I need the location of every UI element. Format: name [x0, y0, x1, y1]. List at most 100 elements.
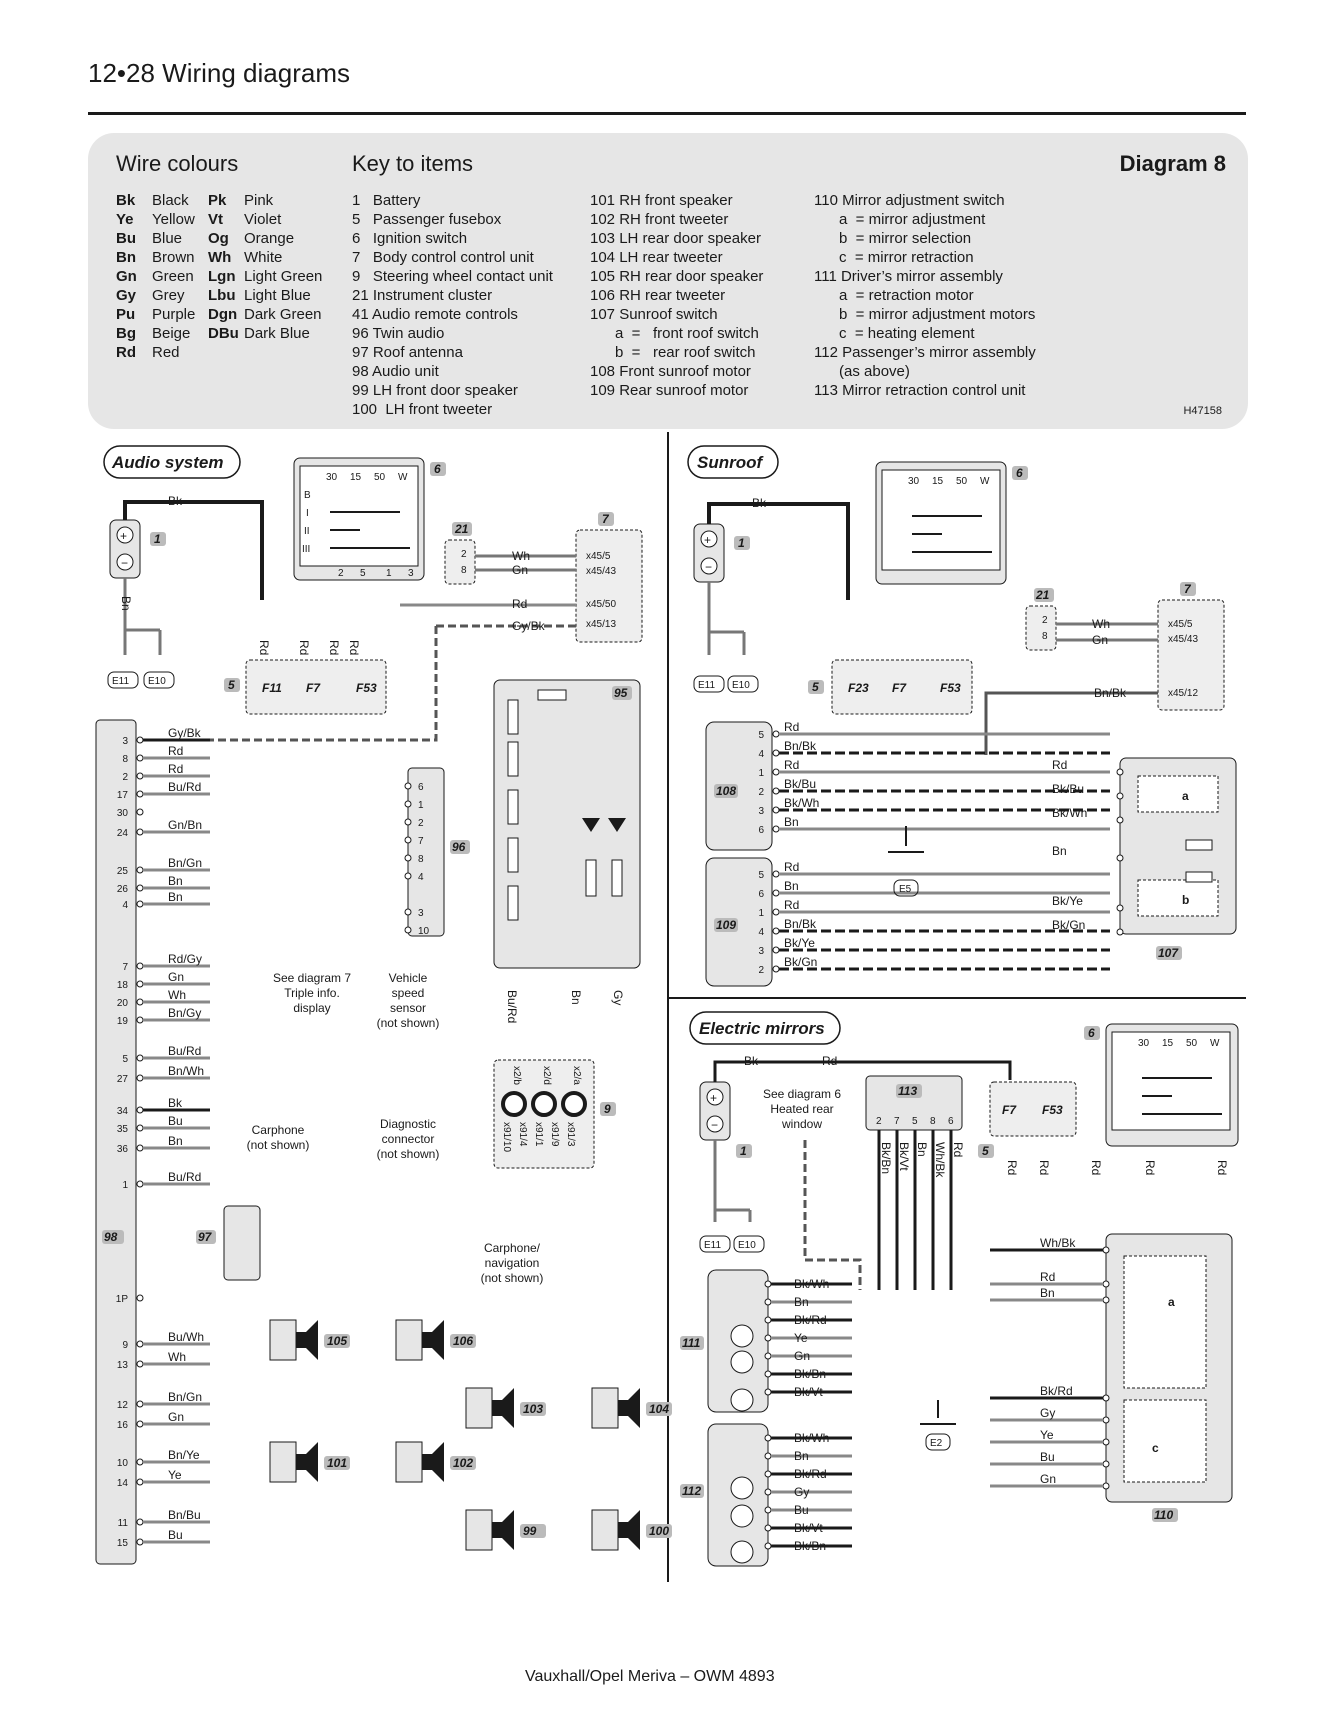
- key-item: 100 LH front tweeter: [352, 401, 493, 418]
- pin-terminal: [1102, 1438, 1110, 1446]
- svg-text:a: a: [1168, 1295, 1175, 1309]
- wire-label: Bu: [794, 1503, 809, 1517]
- audio-unit-pin: 18: [117, 980, 129, 991]
- key-items-3: 110 Mirror adjustment switch a = mirror …: [814, 191, 1036, 400]
- pin-terminal: [1116, 854, 1124, 862]
- svg-text:2: 2: [338, 568, 344, 579]
- svg-text:F11: F11: [262, 681, 282, 695]
- wire-label: Bn/Wh: [168, 1064, 204, 1078]
- svg-text:Rd: Rd: [822, 1054, 837, 1068]
- svg-text:8: 8: [1042, 631, 1048, 642]
- key-item: a = retraction motor: [814, 287, 974, 304]
- key-item: 99 LH front door speaker: [352, 382, 518, 399]
- wire-label: Bn/Gy: [168, 1006, 201, 1020]
- wire-label: Gn: [794, 1349, 810, 1363]
- wire-label: Ye: [794, 1331, 808, 1345]
- pin-terminal: [764, 1280, 772, 1288]
- pin-terminal: [1116, 928, 1124, 936]
- pin-terminal: [136, 962, 144, 970]
- battery-audio: + − 1: [109, 519, 166, 579]
- wire-label: Ye: [1040, 1428, 1054, 1442]
- steering-pin-top: x2/a: [571, 1066, 582, 1085]
- key-item: 106 RH rear tweeter: [590, 287, 726, 304]
- wire-colours-heading: Wire colours: [116, 151, 239, 176]
- speaker-tag: [324, 1334, 350, 1348]
- pin-terminal: [1102, 1394, 1110, 1402]
- pin-terminal: [136, 754, 144, 762]
- audio-unit-pins: 3Gy/Bk8Rd2Rd17Bu/Rd3024Gn/Bn25Bn/Gn26Bn4…: [116, 726, 210, 1549]
- svg-text:111: 111: [682, 1336, 701, 1350]
- wire-label: Rd: [951, 1142, 965, 1157]
- fusebox-mirrors: F7 F53 5: [978, 1081, 1077, 1158]
- speaker-tag: [450, 1456, 476, 1470]
- svg-text:96: 96: [452, 840, 466, 854]
- key-item: 41 Audio remote controls: [352, 306, 518, 323]
- pin-terminal: [1102, 1460, 1110, 1468]
- pin-terminal: [772, 749, 780, 757]
- wire-label: Bn/Bk: [784, 917, 817, 931]
- header-rule: [88, 112, 1246, 115]
- svg-text:x45/12: x45/12: [1168, 688, 1198, 699]
- svg-text:9: 9: [604, 1102, 611, 1116]
- svg-text:+: +: [704, 533, 711, 547]
- key-item: 113 Mirror retraction control unit: [814, 382, 1026, 399]
- pin-terminal: [1102, 1296, 1110, 1304]
- wire-label: Bk/Wh: [784, 796, 819, 810]
- key-item: a = mirror adjustment: [814, 211, 986, 228]
- svg-text:Bn/Bk: Bn/Bk: [1094, 686, 1127, 700]
- svg-text:Bn: Bn: [569, 990, 583, 1005]
- speaker-number: 104: [649, 1402, 669, 1416]
- wire-label: Bn: [1052, 844, 1067, 858]
- svg-text:F7: F7: [892, 681, 907, 695]
- pin-terminal: [136, 1180, 144, 1188]
- pin-terminal: [764, 1524, 772, 1532]
- svg-text:2: 2: [1042, 615, 1048, 626]
- wire-label: Bn: [168, 890, 183, 904]
- svg-text:30: 30: [1138, 1038, 1150, 1049]
- wire-label: Bn/Gn: [168, 856, 202, 870]
- speaker-icon: [422, 1442, 444, 1482]
- speaker-connector: [591, 1509, 619, 1551]
- motor-pin: 1: [758, 768, 764, 779]
- svg-text:5: 5: [360, 568, 366, 579]
- twin-audio-pin: 6: [418, 782, 424, 793]
- pin-terminal: [764, 1298, 772, 1306]
- steering-contact-9: 9: [493, 1059, 616, 1169]
- motor-pin: 5: [758, 870, 764, 881]
- wire-label: Gy/Bk: [168, 726, 202, 740]
- svg-text:Bn: Bn: [119, 596, 133, 611]
- key-item: 98 Audio unit: [352, 363, 439, 380]
- battery-mirrors: + − 1: [699, 1081, 752, 1158]
- svg-text:x45/43: x45/43: [1168, 634, 1198, 645]
- svg-text:Gn: Gn: [512, 563, 528, 577]
- wire-label: Bk/Wh: [1052, 806, 1087, 820]
- svg-text:E11: E11: [698, 680, 715, 691]
- pin-terminal: [1116, 904, 1124, 912]
- speaker-connector: [395, 1441, 423, 1483]
- speaker-tag: [646, 1524, 672, 1538]
- pin-terminal: [136, 980, 144, 988]
- svg-text:b: b: [1182, 893, 1189, 907]
- audio-unit-pin: 7: [122, 962, 128, 973]
- speaker-connector: [269, 1441, 297, 1483]
- svg-text:F23: F23: [848, 681, 869, 695]
- wire-label: Bn: [784, 879, 799, 893]
- audio-unit-pin: 10: [117, 1458, 129, 1469]
- svg-text:+: +: [120, 529, 127, 543]
- pin-terminal: [136, 866, 144, 874]
- svg-text:B: B: [304, 490, 311, 501]
- motor-pin: 2: [758, 965, 764, 976]
- pin-terminal: [136, 1144, 144, 1152]
- remote-controls-95: 95: [493, 679, 641, 969]
- svg-text:Bu/Rd: Bu/Rd: [505, 990, 519, 1023]
- svg-text:21: 21: [1035, 588, 1050, 602]
- audio-unit-pin: 27: [117, 1074, 129, 1085]
- speaker-connector: [395, 1319, 423, 1361]
